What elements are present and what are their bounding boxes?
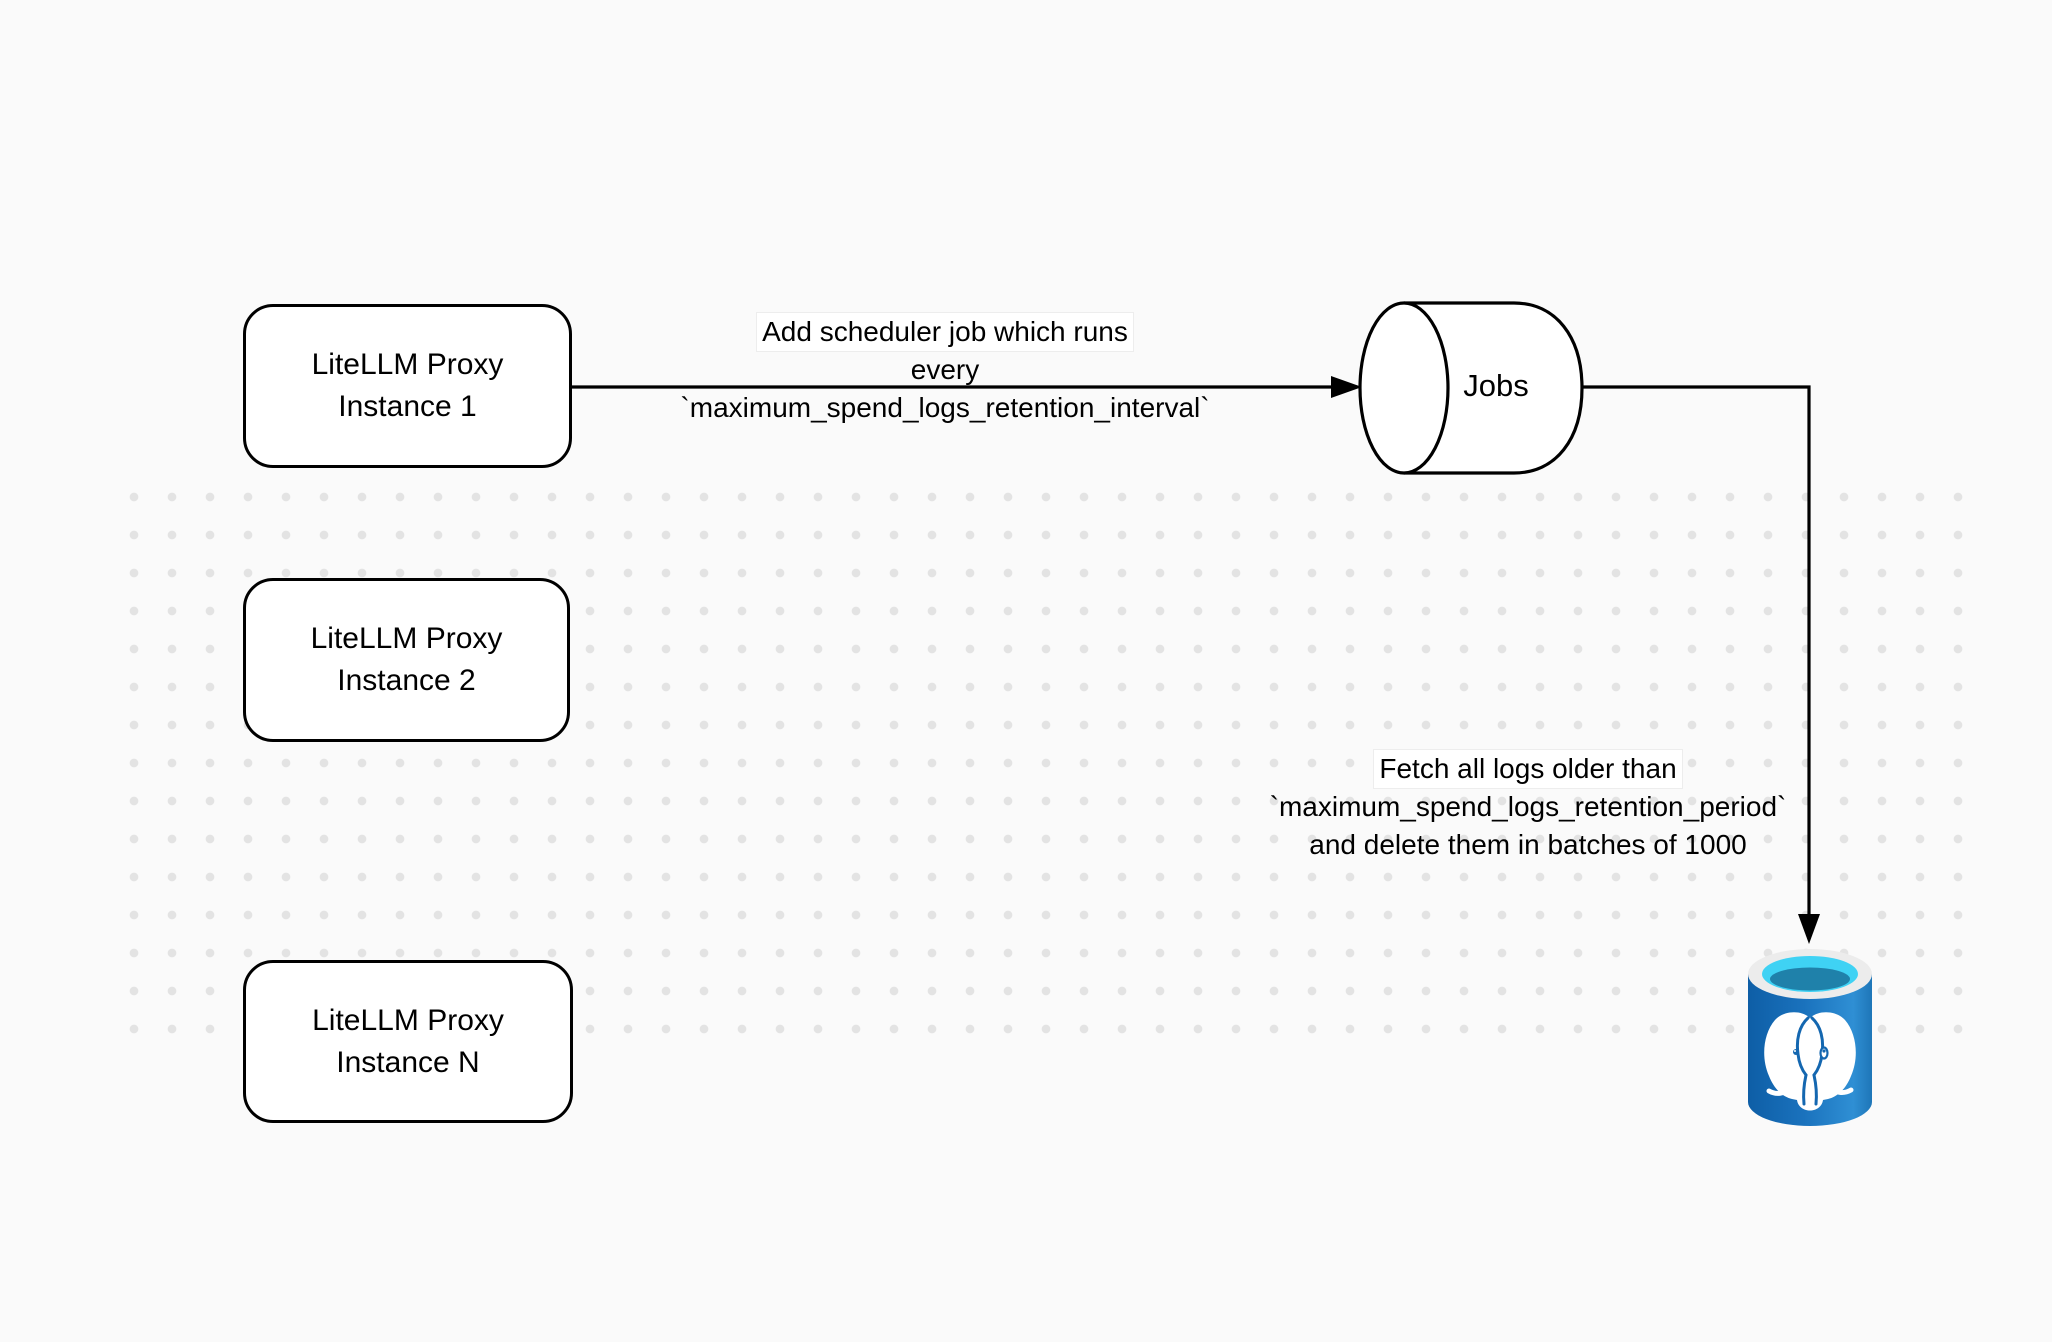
node-jobs-queue[interactable]: Jobs (1354, 299, 1586, 477)
node-label-line: Instance 2 (337, 664, 476, 697)
edge-label-line: `maximum_spend_logs_retention_period` (1269, 791, 1787, 822)
edge-label-line: and delete them in batches of 1000 (1309, 829, 1747, 860)
node-label-line: Instance 1 (338, 390, 477, 423)
node-label-line: Instance N (336, 1045, 480, 1079)
node-postgres-db[interactable] (1744, 944, 1880, 1136)
edge-label-line: Add scheduler job which runs (757, 313, 1133, 351)
edge-label-line: Fetch all logs older than (1374, 750, 1682, 788)
edge-label-fetch-delete-logs: Fetch all logs older than `maximum_spend… (1228, 750, 1828, 864)
connector-jobs-to-postgres (1582, 385, 1811, 916)
edge-label-line: every `maximum_spend_logs_retention_inte… (680, 354, 1210, 423)
jobs-label: Jobs (1463, 368, 1529, 403)
queue-cylinder-icon (1358, 301, 1584, 475)
node-label-line: LiteLLM Proxy (311, 348, 504, 381)
arrowhead-into-postgres-icon (1798, 914, 1820, 944)
edge-label-scheduler-job: Add scheduler job which runs every `maxi… (645, 313, 1245, 427)
arrowhead-into-jobs-icon (1331, 376, 1362, 398)
node-label-line: LiteLLM Proxy (310, 622, 503, 655)
node-label-line: LiteLLM Proxy (312, 1003, 504, 1037)
node-litellm-proxy-instance-2[interactable]: LiteLLM Proxy Instance 2 (243, 578, 570, 742)
node-litellm-proxy-instance-n[interactable]: LiteLLM Proxy Instance N (243, 960, 573, 1123)
node-litellm-proxy-instance-1[interactable]: LiteLLM Proxy Instance 1 (243, 304, 572, 468)
postgresql-icon (1748, 949, 1872, 1126)
